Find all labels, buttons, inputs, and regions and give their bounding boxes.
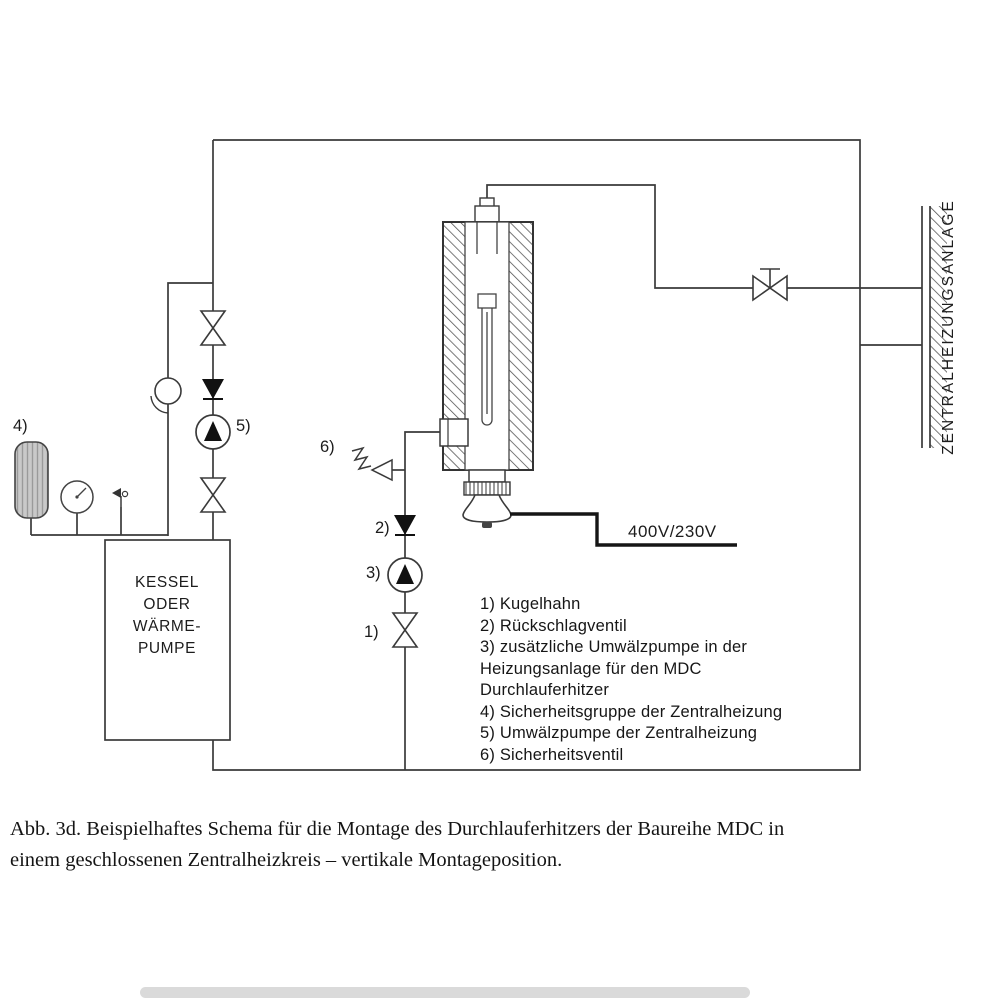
sensor-symbol: [150, 377, 182, 414]
power-cable: [510, 512, 737, 547]
heater-unit: [439, 197, 534, 528]
expansion-vessel: [14, 441, 49, 519]
heater-cable-nub: [482, 522, 492, 528]
heater-neck-lines: [476, 222, 498, 254]
caption-line-1: Abb. 3d. Beispielhaftes Schema für die M…: [10, 818, 785, 840]
legend-item-1: 1) Kugelhahn: [480, 595, 581, 613]
callout-labels: 4) 5) 6) 2) 3) 1): [13, 417, 390, 641]
wall-lines: [921, 206, 931, 448]
heater-terminal-cover: [462, 494, 512, 523]
ball-valve-1: [391, 612, 419, 648]
pipe-main-loop: [212, 139, 861, 771]
heater-flange: [468, 469, 506, 483]
heater-top-fitting: [474, 205, 500, 223]
heating-element-icon: [481, 308, 493, 426]
callout-6: 6): [320, 438, 335, 456]
legend: 1) Kugelhahn 2) Rückschlagventil 3) zusä…: [480, 594, 782, 766]
pipe-left-branch: [167, 282, 213, 536]
check-valve-2: [394, 515, 416, 536]
pipe-heater-outlet: [486, 184, 922, 289]
heater-ribbed-band: [463, 481, 511, 496]
heater-inlet-fitting: [439, 418, 469, 447]
boiler-unit: KESSEL ODER WÄRME- PUMPE: [104, 539, 231, 741]
vent-valve-symbol: [112, 488, 129, 507]
central-heating-wall: ZENTRALHEIZUNGSANLAGE: [921, 199, 957, 455]
ball-valve-top-right: [752, 268, 788, 302]
legend-item-2: 2) Rückschlagventil: [480, 616, 627, 635]
pump-5-symbol: [195, 414, 231, 450]
boiler-box: [104, 539, 231, 741]
callout-4: 4): [13, 417, 28, 435]
boiler-label-line2: ODER: [143, 596, 190, 613]
legend-item-3: 3) zusätzliche Umwälzpumpe in der: [480, 638, 748, 656]
callout-1: 1): [364, 623, 379, 641]
pump-3-symbol: [387, 557, 423, 593]
electrical-supply: 400V/230V: [510, 512, 737, 547]
ball-valve-left-top: [199, 310, 227, 346]
legend-item-6: 6) Sicherheitsventil: [480, 745, 624, 764]
safety-valve-6-symbol: [351, 446, 393, 482]
heating-element-head: [477, 293, 497, 309]
check-valve-left: [202, 379, 224, 400]
wall-label: ZENTRALHEIZUNGSANLAGE: [940, 199, 957, 455]
pipe-network: [30, 139, 922, 771]
boiler-label-line3: WÄRME-: [133, 618, 201, 635]
callout-3: 3): [366, 564, 381, 582]
power-label: 400V/230V: [628, 522, 717, 541]
boiler-label-line1: KESSEL: [135, 574, 199, 591]
boiler-label-line4: PUMPE: [138, 640, 196, 657]
wall-hatch: [930, 206, 947, 448]
pipe-heater-feed: [404, 431, 442, 770]
scan-artifact: [140, 987, 750, 998]
callout-5: 5): [236, 417, 251, 435]
ball-valve-left-bottom: [199, 477, 227, 513]
figure-caption: Abb. 3d. Beispielhaftes Schema für die M…: [10, 814, 990, 876]
legend-item-3-cont2: Durchlauferhitzer: [480, 681, 610, 699]
pressure-gauge: [60, 480, 94, 514]
legend-item-4: 4) Sicherheitsgruppe der Zentralheizung: [480, 702, 783, 721]
callout-2: 2): [375, 519, 390, 537]
symbols: [14, 268, 788, 648]
legend-item-5: 5) Umwälzpumpe der Zentralheizung: [480, 724, 758, 742]
pipe-safety-group-line: [30, 507, 168, 536]
caption-line-2: einem geschlossenen Zentralheizkreis – v…: [10, 849, 563, 871]
legend-item-3-cont1: Heizungsanlage für den MDC: [480, 659, 702, 678]
